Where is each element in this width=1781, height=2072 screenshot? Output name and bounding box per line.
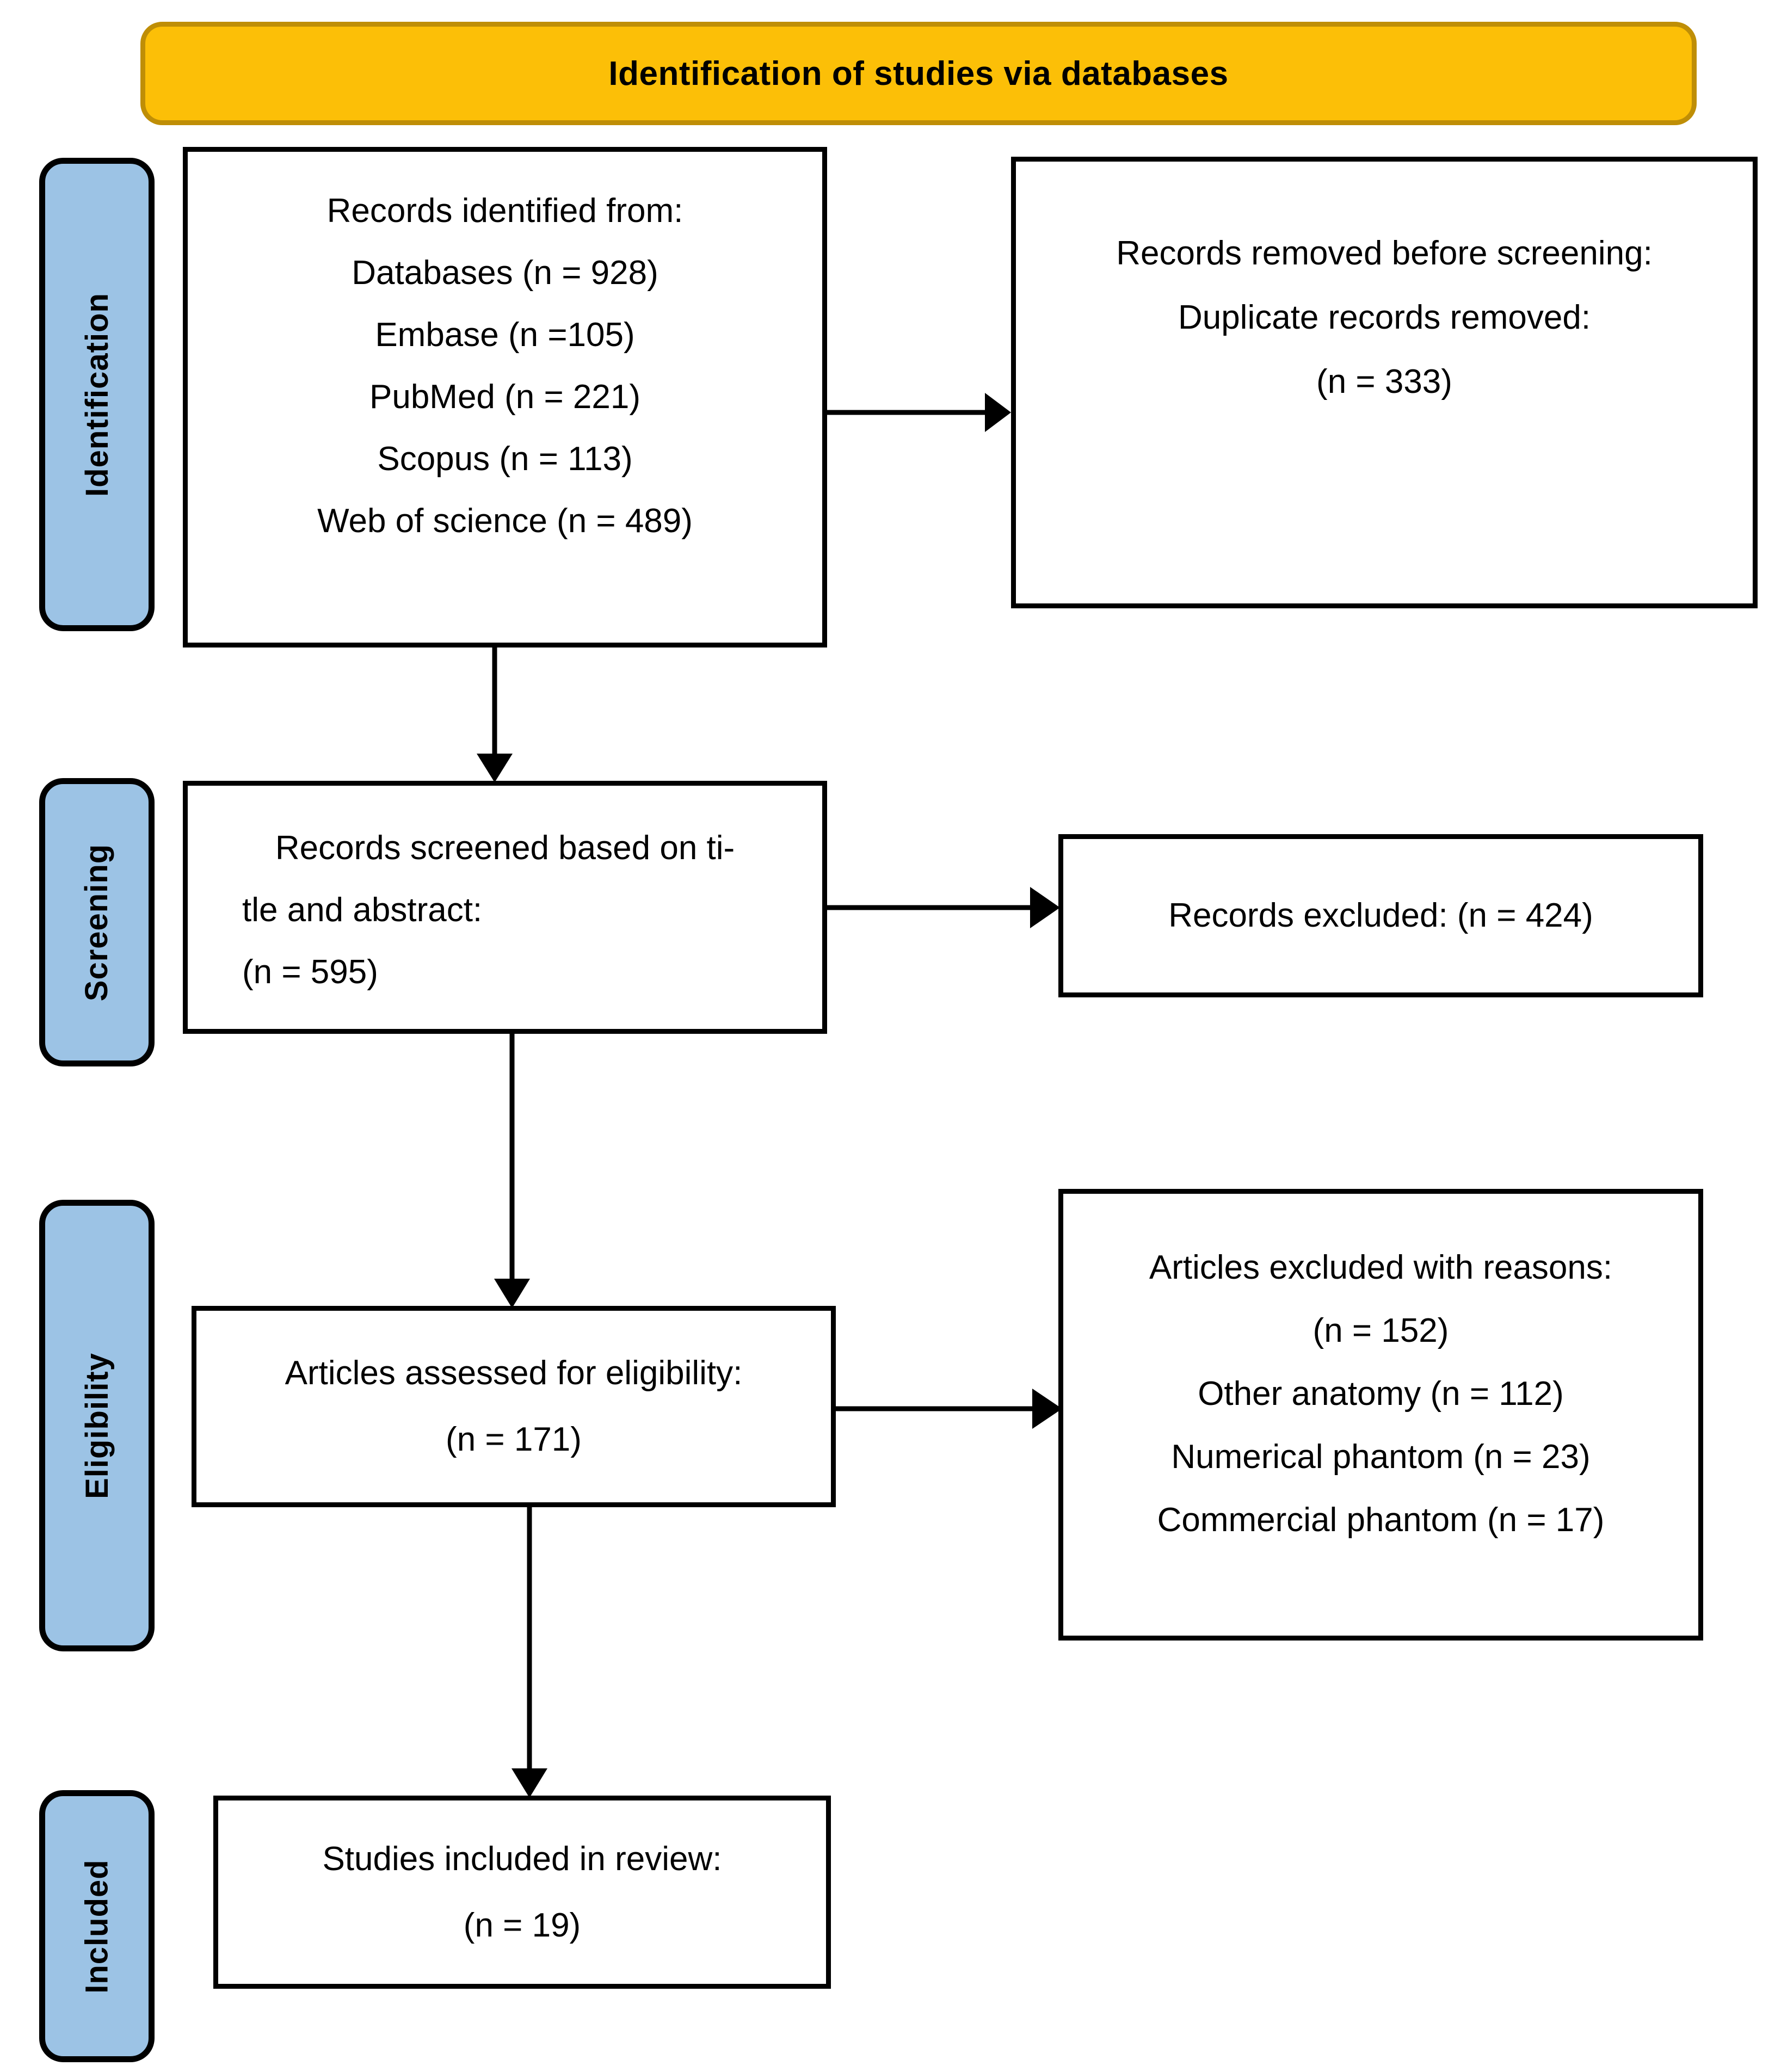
box-records-identified-line-3: Embase (n =105) — [375, 316, 635, 354]
box-records-screened-line-3: (n = 595) — [242, 953, 378, 991]
box-articles-excluded-line-1: Articles excluded with reasons: — [1149, 1249, 1613, 1286]
box-articles-excluded-line-2: (n = 152) — [1312, 1312, 1449, 1349]
box-articles-assessed-line-2: (n = 171) — [446, 1421, 582, 1458]
box-records-identified-line-5: Scopus (n = 113) — [377, 440, 633, 478]
box-articles-excluded-line-5: Commercial phantom (n = 17) — [1157, 1501, 1605, 1539]
stage-tab-identification: Identification — [39, 158, 155, 631]
box-records-removed-line-1: Records removed before screening: — [1116, 235, 1653, 272]
connector-assessed-to-articles-excluded — [835, 1378, 1069, 1443]
box-records-removed-line-2: Duplicate records removed: — [1178, 299, 1591, 336]
stage-tab-included: Included — [39, 1790, 155, 2062]
box-studies-included: Studies included in review: (n = 19) — [213, 1796, 831, 1989]
box-records-identified-line-6: Web of science (n = 489) — [317, 502, 693, 540]
connector-screened-to-assessed — [474, 1033, 551, 1310]
box-records-removed-line-3: (n = 333) — [1316, 363, 1452, 400]
box-articles-assessed: Articles assessed for eligibility: (n = … — [192, 1306, 836, 1507]
stage-tab-identification-label: Identification — [79, 292, 115, 497]
box-studies-included-line-1: Studies included in review: — [322, 1840, 722, 1878]
box-records-identified: Records identified from: Databases (n = … — [183, 147, 827, 648]
box-articles-excluded-line-4: Numerical phantom (n = 23) — [1171, 1438, 1591, 1476]
stage-tab-eligibility-label: Eligibility — [79, 1352, 115, 1499]
box-articles-assessed-line-1: Articles assessed for eligibility: — [285, 1354, 743, 1392]
stage-tab-included-label: Included — [79, 1859, 115, 1994]
box-studies-included-line-2: (n = 19) — [463, 1906, 581, 1944]
box-records-screened-line-2: tle and abstract: — [242, 891, 483, 929]
box-records-excluded: Records excluded: (n = 424) — [1058, 834, 1703, 997]
box-records-identified-line-2: Databases (n = 928) — [352, 254, 658, 292]
box-records-screened: Records screened based on ti- tle and ab… — [183, 781, 827, 1034]
box-records-screened-line-1: Records screened based on ti- — [275, 829, 735, 867]
box-articles-excluded: Articles excluded with reasons: (n = 152… — [1058, 1189, 1703, 1641]
stage-tab-eligibility: Eligibility — [39, 1200, 155, 1651]
stage-tab-screening-label: Screening — [79, 843, 115, 1001]
connector-assessed-to-included — [492, 1506, 569, 1800]
page-title: Identification of studies via databases — [608, 54, 1229, 92]
connector-identified-to-removed — [827, 381, 1018, 446]
box-records-identified-line-4: PubMed (n = 221) — [369, 378, 641, 416]
box-records-excluded-line-1: Records excluded: (n = 424) — [1168, 897, 1593, 934]
box-articles-excluded-line-3: Other anatomy (n = 112) — [1198, 1375, 1564, 1413]
box-records-identified-line-1: Records identified from: — [326, 192, 683, 230]
diagram-title-banner: Identification of studies via databases — [140, 22, 1697, 125]
connector-screened-to-excluded — [827, 876, 1067, 941]
connector-identified-to-screened — [457, 646, 533, 784]
stage-tab-screening: Screening — [39, 778, 155, 1066]
box-records-removed: Records removed before screening: Duplic… — [1011, 157, 1758, 608]
